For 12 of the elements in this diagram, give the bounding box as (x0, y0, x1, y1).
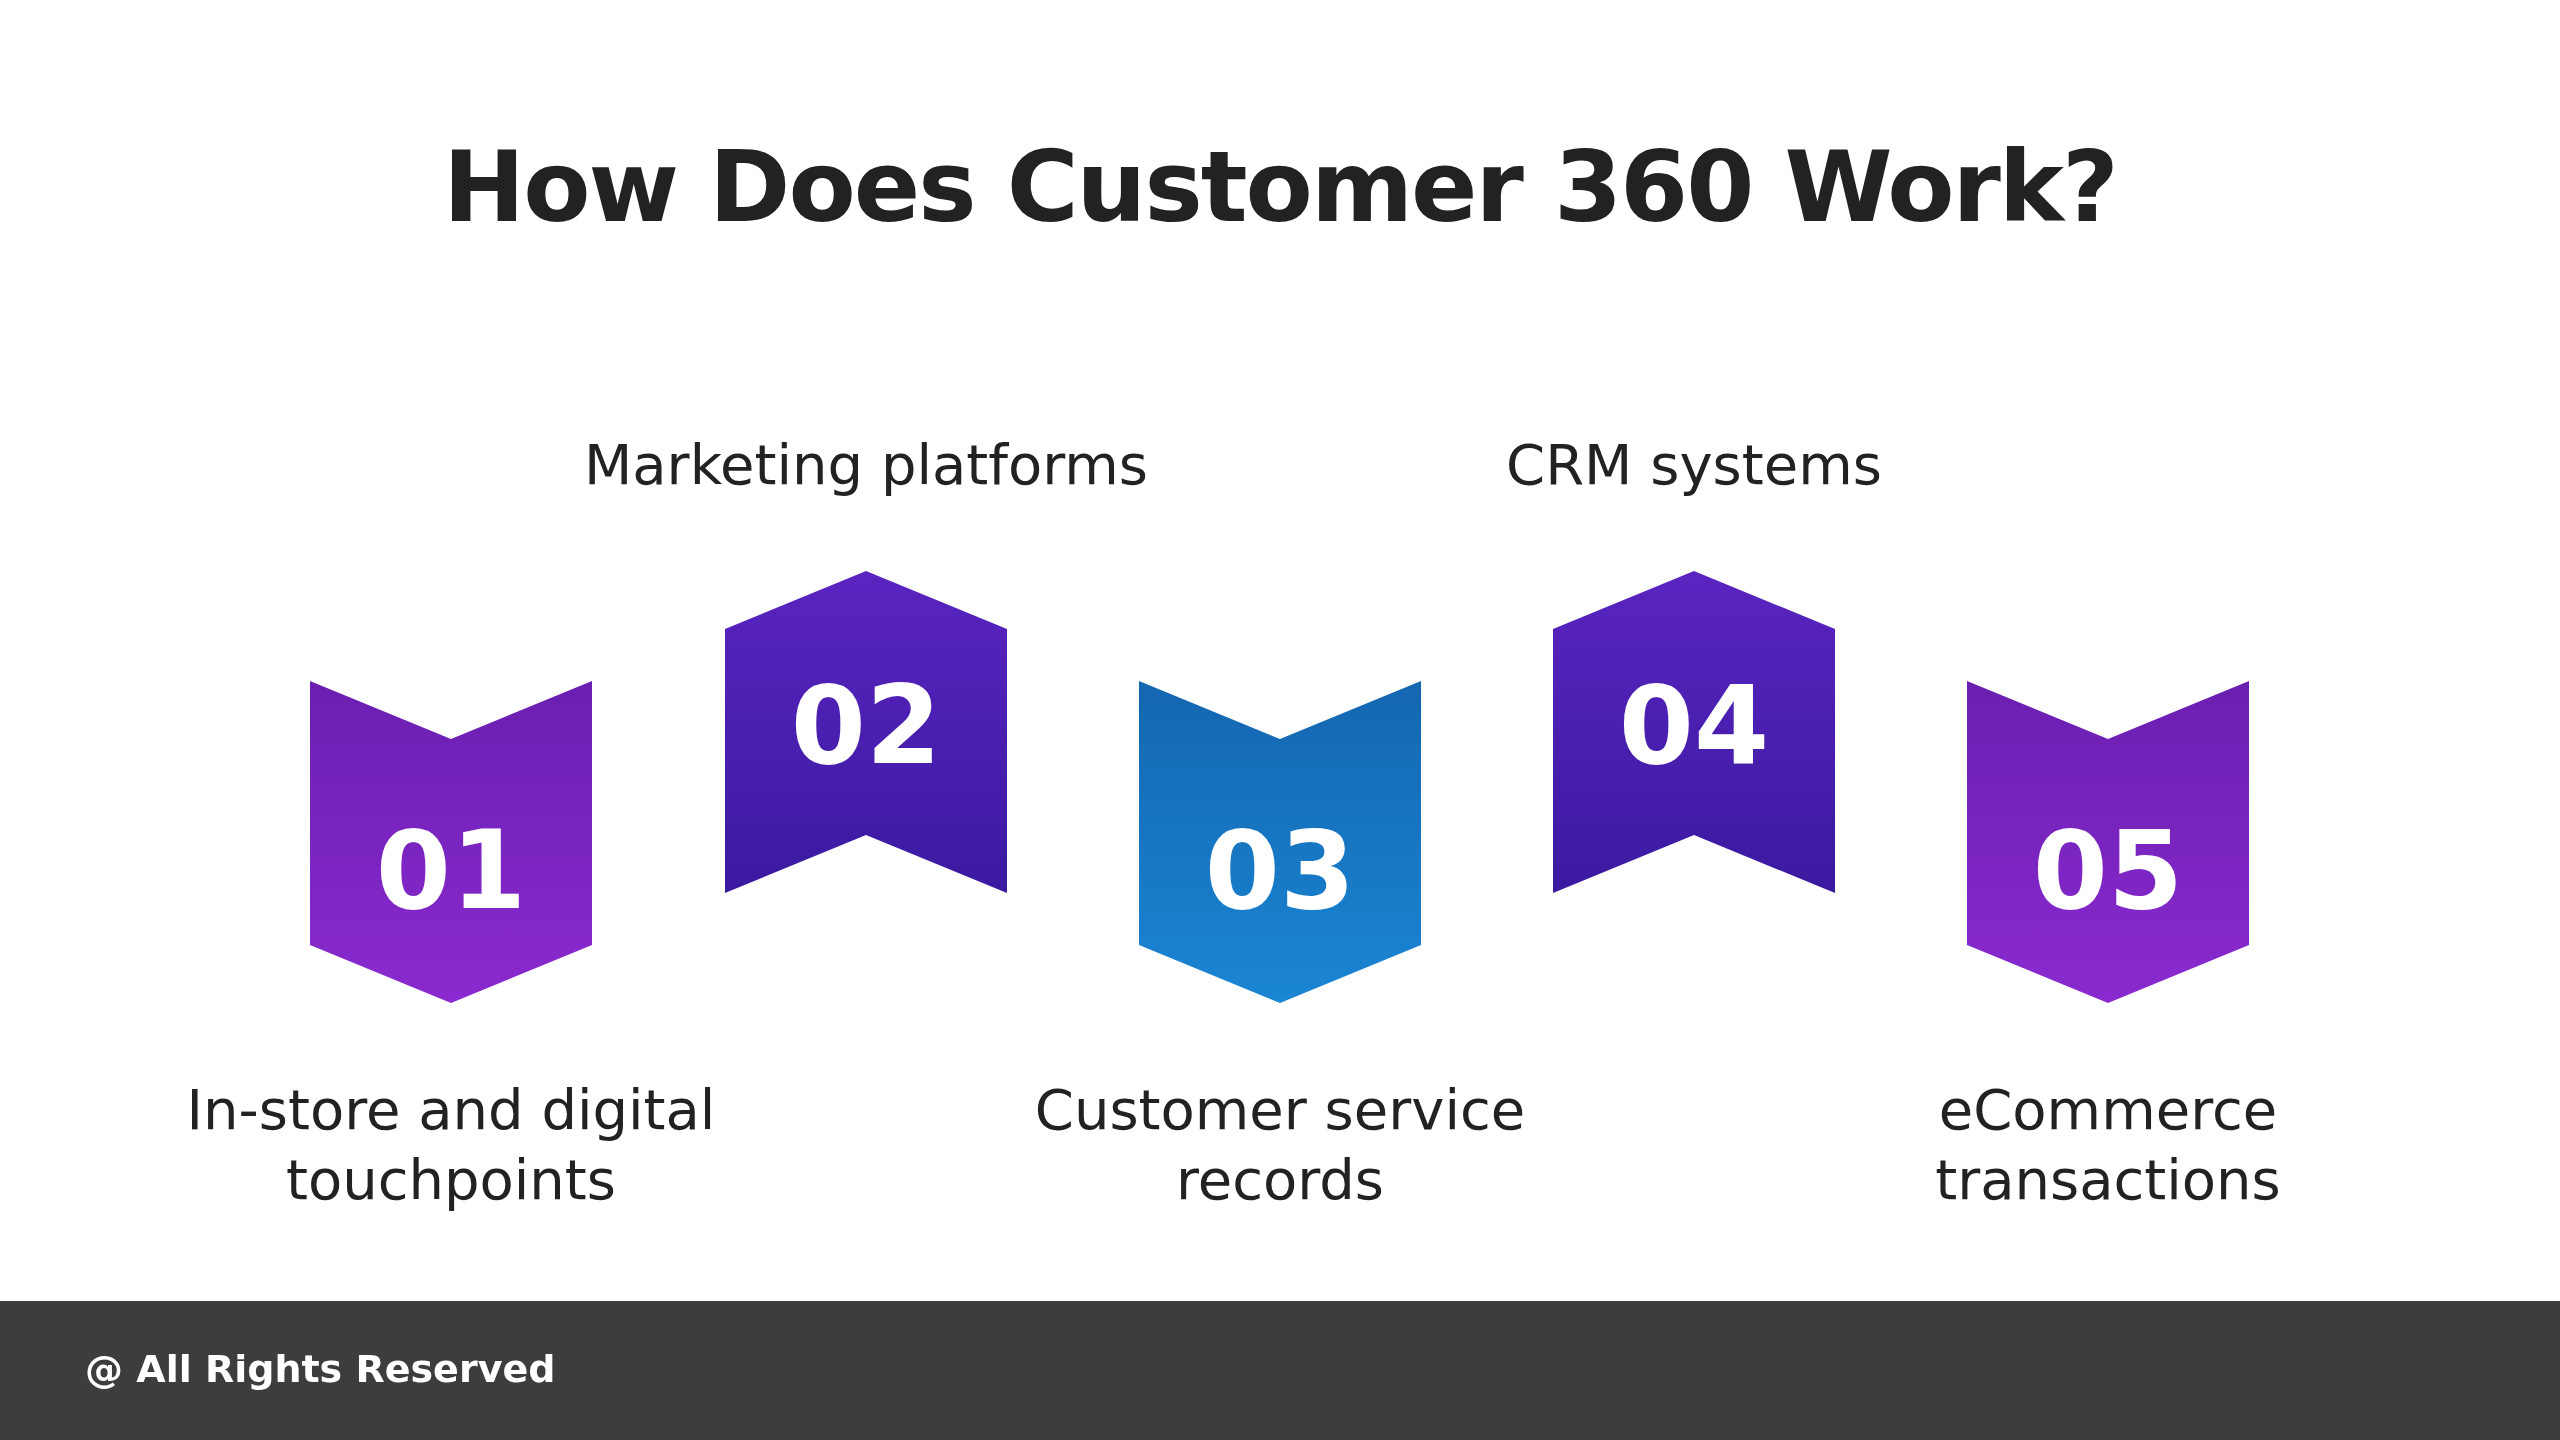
step-label: eCommerce transactions (1934, 1076, 2282, 1214)
step-label: In-store and digital touchpoints (185, 1076, 717, 1214)
step-number: 03 (1203, 811, 1357, 931)
step-label: Marketing platforms (583, 431, 1149, 499)
step-number: 04 (1617, 666, 1771, 786)
step-number: 05 (2031, 811, 2185, 931)
step-number: 02 (789, 666, 943, 786)
step-label: Customer service records (1033, 1076, 1527, 1214)
footer-text: @ All Rights Reserved (85, 1347, 556, 1391)
step-label: CRM systems (1505, 431, 1883, 499)
title: How Does Customer 360 Work? (442, 130, 2118, 244)
step-number: 01 (374, 811, 528, 931)
